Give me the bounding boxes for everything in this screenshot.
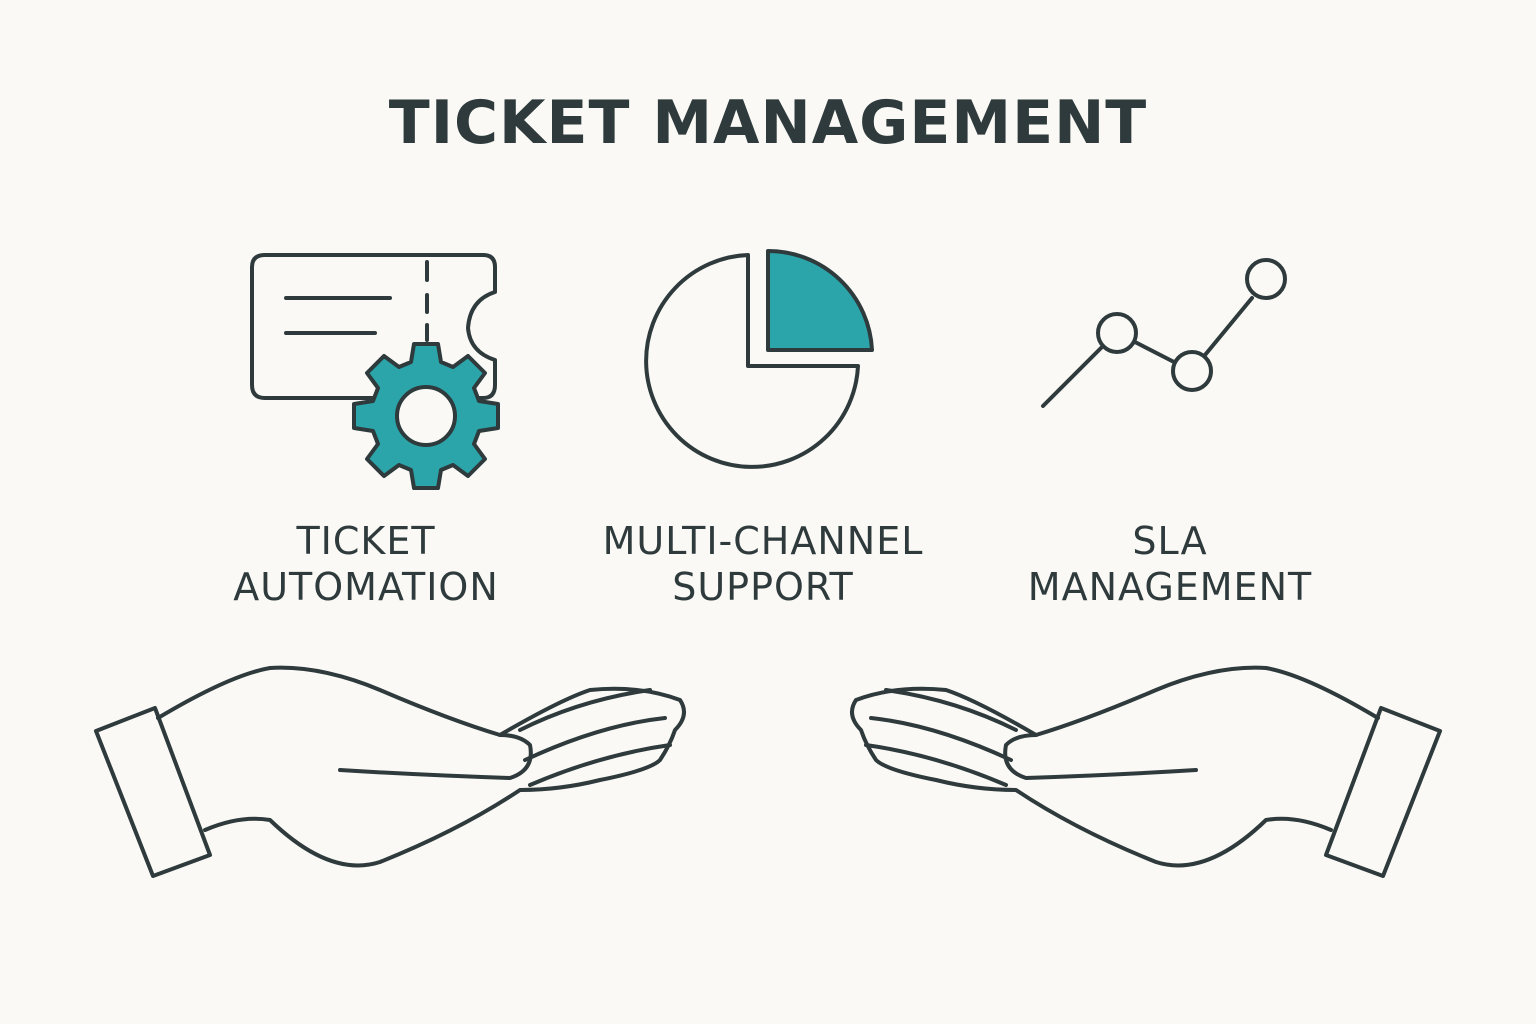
feature-label-line2: MANAGEMENT [1027, 565, 1313, 609]
line-graph-icon [1041, 258, 1287, 408]
ticket-gear-icon [250, 253, 500, 490]
left-hand-icon [94, 665, 686, 878]
feature-label-line2: SUPPORT [672, 565, 854, 609]
gear-icon [352, 342, 500, 490]
pie-chart-icon [644, 248, 874, 469]
feature-label-line2: AUTOMATION [233, 565, 499, 609]
right-hand-icon [850, 665, 1442, 878]
feature-label-line1: MULTI-CHANNEL [602, 519, 924, 563]
feature-ticket-automation: TICKET AUTOMATION [166, 518, 566, 610]
feature-sla-management: SLA MANAGEMENT [970, 518, 1370, 610]
feature-multi-channel-support: MULTI-CHANNEL SUPPORT [563, 518, 963, 610]
feature-label-line1: SLA [1132, 519, 1208, 563]
feature-label-line1: TICKET [296, 519, 436, 563]
page-title: TICKET MANAGEMENT [388, 88, 1148, 158]
